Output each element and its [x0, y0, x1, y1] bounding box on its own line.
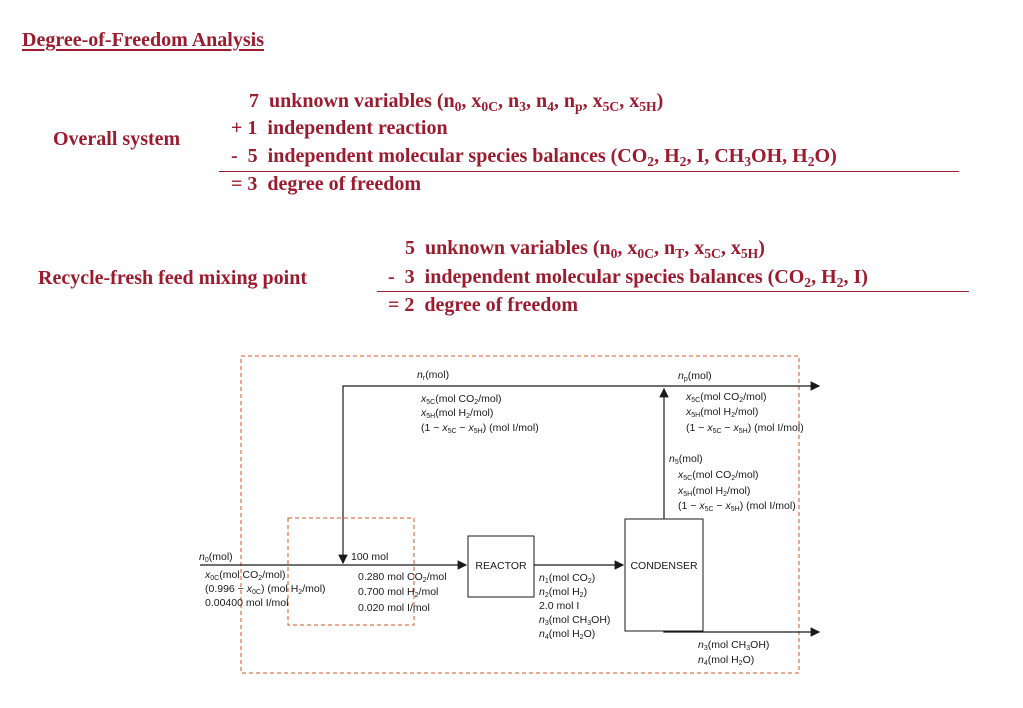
- mixing-line-unknowns: 5 unknown variables (n0, x0C, nT, x5C, x…: [405, 237, 765, 262]
- mixing-sum-rule: [377, 291, 969, 292]
- svg-text:np(mol): np(mol): [678, 370, 712, 383]
- liquid-product-stream: [663, 627, 821, 637]
- svg-text:0.280 mol CO2/mol: 0.280 mol CO2/mol: [358, 571, 447, 584]
- mixing-point-boundary: [287, 517, 415, 626]
- svg-text:x5C(mol CO2/mol): x5C(mol CO2/mol): [677, 469, 759, 482]
- mixed-inert: 0.020 mol I/mol: [358, 602, 430, 614]
- overall-system-boundary: [240, 355, 800, 674]
- overall-line-dof: = 3 degree of freedom: [231, 173, 422, 195]
- overall-sum-rule: [219, 171, 959, 172]
- svg-text:x5H(mol H2/mol): x5H(mol H2/mol): [685, 406, 758, 419]
- svg-text:x5H(mol H2/mol): x5H(mol H2/mol): [677, 485, 750, 498]
- overall-line-reaction: + 1 independent reaction: [231, 117, 448, 139]
- svg-text:n2(mol H2): n2(mol H2): [539, 586, 587, 599]
- svg-text:n0(mol): n0(mol): [199, 551, 233, 564]
- purge-labels: np(mol) x5C(mol CO2/mol) x5H(mol H2/mol)…: [678, 370, 804, 435]
- mixed-total: 100 mol: [351, 551, 388, 563]
- svg-text:n4(mol H2O): n4(mol H2O): [698, 654, 754, 667]
- gas-stream-labels: n5(mol) x5C(mol CO2/mol) x5H(mol H2/mol)…: [669, 453, 796, 513]
- svg-text:(1 − x5C − x5H) (mol I/mol): (1 − x5C − x5H) (mol I/mol): [686, 422, 804, 435]
- condenser-unit: [624, 518, 704, 632]
- svg-text:(1 − x5C − x5H) (mol I/mol): (1 − x5C − x5H) (mol I/mol): [678, 500, 796, 513]
- page-title: Degree-of-Freedom Analysis: [22, 29, 264, 51]
- svg-text:n3(mol CH3OH): n3(mol CH3OH): [539, 614, 610, 627]
- overall-system-label: Overall system: [53, 128, 181, 150]
- reactor-outlet-labels: n1(mol CO2) n2(mol H2) 2.0 mol I n3(mol …: [539, 572, 610, 641]
- svg-text:n4(mol H2O): n4(mol H2O): [539, 628, 595, 641]
- svg-text:x0C(mol CO2/mol): x0C(mol CO2/mol): [204, 569, 286, 582]
- svg-text:x5H(mol H2/mol): x5H(mol H2/mol): [420, 407, 493, 420]
- liquid-product-labels: n3(mol CH3OH) n4(mol H2O): [698, 639, 769, 667]
- svg-text:n3(mol CH3OH): n3(mol CH3OH): [698, 639, 769, 652]
- feed-labels: n0(mol) x0C(mol CO2/mol) (0.996 − x0C) (…: [199, 551, 326, 609]
- mixing-line-balances: - 3 independent molecular species balanc…: [388, 266, 868, 291]
- recycle-labels: nr(mol) x5C(mol CO2/mol) x5H(mol H2/mol)…: [417, 369, 539, 435]
- reactor-unit: [467, 535, 535, 598]
- overall-line-balances: - 5 independent molecular species balanc…: [231, 145, 837, 170]
- mixing-point-label: Recycle-fresh feed mixing point: [38, 267, 308, 289]
- mixing-line-dof: = 2 degree of freedom: [388, 294, 579, 316]
- svg-text:nr(mol): nr(mol): [417, 369, 449, 382]
- reactor-label: REACTOR: [475, 560, 527, 572]
- condenser-label: CONDENSER: [630, 560, 698, 572]
- svg-text:(0.996 − x0C) (mol H2/mol): (0.996 − x0C) (mol H2/mol): [205, 583, 326, 596]
- recycle-stream: [338, 385, 664, 565]
- svg-text:n1(mol CO2): n1(mol CO2): [539, 572, 595, 585]
- mixed-stream-labels: 100 mol 0.280 mol CO2/mol 0.700 mol H2/m…: [351, 551, 447, 614]
- svg-text:x5C(mol CO2/mol): x5C(mol CO2/mol): [685, 391, 767, 404]
- overall-line-unknowns: 7 unknown variables (n0, x0C, n3, n4, np…: [249, 90, 664, 115]
- feed-inert: 0.00400 mol I/mol: [205, 597, 288, 609]
- svg-text:(1 − x5C − x5H) (mol I/mol): (1 − x5C − x5H) (mol I/mol): [421, 422, 539, 435]
- svg-text:x5C(mol CO2/mol): x5C(mol CO2/mol): [420, 393, 502, 406]
- svg-text:n5(mol): n5(mol): [669, 453, 703, 466]
- svg-text:0.700 mol H2/mol: 0.700 mol H2/mol: [358, 586, 438, 599]
- reactor-outlet-inert: 2.0 mol I: [539, 600, 579, 612]
